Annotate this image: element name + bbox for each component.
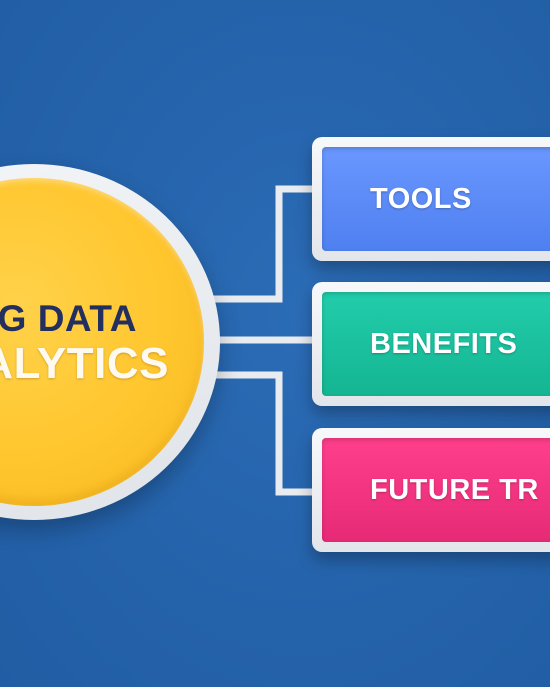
central-circle-title: G DATA ALYTICS [0,298,169,389]
node-future-trends-panel: FUTURE TR [322,438,550,542]
node-tools-panel: TOOLS [322,147,550,251]
central-title-line2: ALYTICS [0,339,169,389]
node-future-trends-label: FUTURE TR [370,473,539,506]
node-tools: TOOLS [312,137,550,261]
connector-future-trends [210,371,312,496]
node-benefits: BENEFITS [312,282,550,406]
connector-tools [208,185,312,303]
node-tools-label: TOOLS [370,182,472,215]
central-title-line1: G DATA [0,298,137,339]
node-future-trends: FUTURE TR [312,428,550,552]
node-benefits-panel: BENEFITS [322,292,550,396]
node-benefits-label: BENEFITS [370,327,518,360]
